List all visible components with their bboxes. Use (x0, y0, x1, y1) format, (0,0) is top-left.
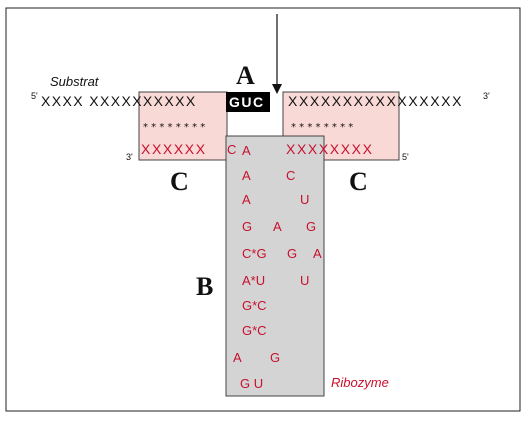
cleavage-arrow-head (272, 84, 282, 94)
cleavage-site-box (226, 92, 270, 112)
left-arm-end-base: C (227, 142, 236, 157)
stem-base-2-1: U (300, 192, 309, 207)
stem-base-6-0: G*C (242, 298, 267, 313)
ribozyme-stem-box (225, 135, 325, 397)
region-c-right-label: C (349, 167, 368, 196)
substrat-label: Substrat (50, 74, 100, 89)
stem-base-4-2: A (313, 246, 322, 261)
stem-base-4-0: C*G (242, 246, 267, 261)
region-a-label: A (236, 61, 255, 90)
right-arm-five-prime: 5' (402, 152, 409, 162)
substrate-three-prime: 3' (483, 91, 490, 101)
stem-base-1-1: C (286, 168, 295, 183)
region-b-label: B (196, 272, 213, 301)
substrate-right-sequence: XXXXXXXXXXXXXXXX (288, 93, 463, 109)
stem-base-9-0: G U (240, 376, 263, 391)
stem-base-4-1: G (287, 246, 297, 261)
stem-base-3-2: G (306, 219, 316, 234)
stem-base-1-0: A (242, 168, 251, 183)
substrate-five-prime: 5' (31, 91, 38, 101)
substrate-left-sequence: XXXX XXXXXXXXXX (41, 93, 197, 109)
stem-base-0-0: A (242, 143, 251, 158)
region-c-left-label: C (170, 167, 189, 196)
stem-base-3-0: G (242, 219, 252, 234)
stem-base-5-0: A*U (242, 273, 265, 288)
right-arm-bases: XXXXXXXX (286, 141, 374, 157)
stem-base-8-1: G (270, 350, 280, 365)
right-arm-pairs: * * * * * * * * (291, 122, 353, 133)
stem-base-2-0: A (242, 192, 251, 207)
left-arm-three-prime: 3' (126, 152, 133, 162)
left-arm-pairs: * * * * * * * * (143, 122, 205, 133)
ribozyme-label: Ribozyme (331, 375, 389, 390)
stem-base-8-0: A (233, 350, 242, 365)
left-arm-box (138, 91, 228, 161)
left-arm-bases: XXXXXX (141, 141, 207, 157)
stem-base-7-0: G*C (242, 323, 267, 338)
cleavage-site-sequence: GUC (229, 94, 265, 110)
stem-base-3-1: A (273, 219, 282, 234)
stem-base-5-1: U (300, 273, 309, 288)
